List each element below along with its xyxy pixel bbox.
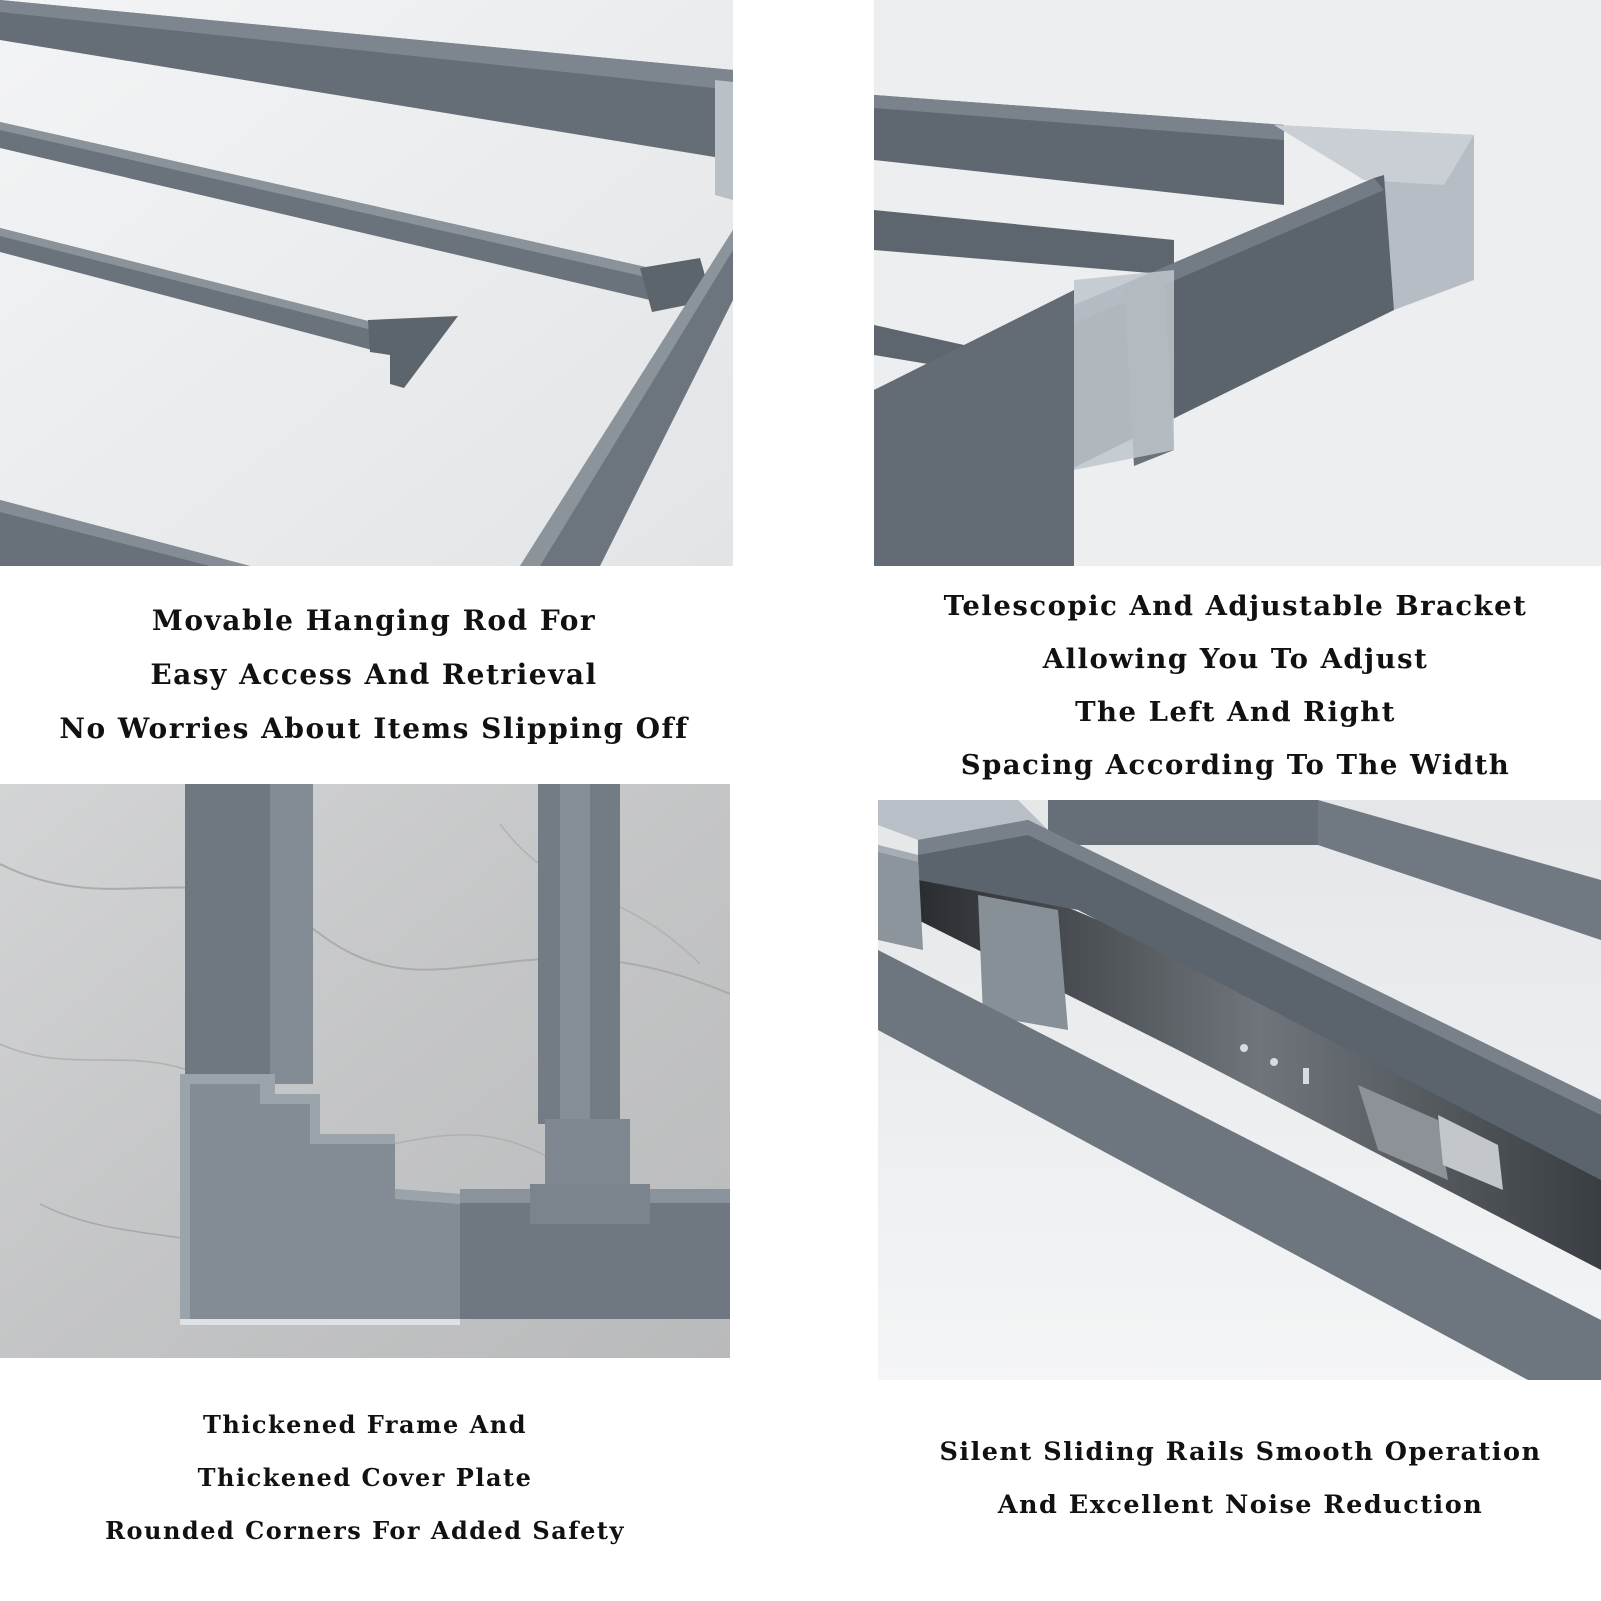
caption-silent-sliding-rails: Silent Sliding Rails Smooth Operation An…: [880, 1437, 1601, 1543]
caption-line: And Excellent Noise Reduction: [997, 1490, 1484, 1520]
caption-line: Telescopic And Adjustable Bracket: [943, 590, 1528, 622]
photo-thickened-frame: [0, 784, 730, 1358]
caption-line: Easy Access And Retrieval: [150, 658, 598, 691]
photo-movable-hanging-rod: [0, 0, 733, 566]
caption-telescopic-bracket: Telescopic And Adjustable Bracket Allowi…: [870, 590, 1601, 802]
caption-line: Movable Hanging Rod For: [151, 604, 597, 637]
caption-line: Rounded Corners For Added Safety: [105, 1516, 625, 1545]
caption-thickened-frame: Thickened Frame And Thickened Cover Plat…: [0, 1410, 730, 1569]
caption-line: Spacing According To The Width: [960, 749, 1511, 781]
caption-line: Thickened Cover Plate: [197, 1463, 533, 1492]
caption-line: Allowing You To Adjust: [1042, 643, 1429, 675]
caption-movable-hanging-rod: Movable Hanging Rod For Easy Access And …: [0, 604, 748, 766]
caption-line: No Worries About Items Slipping Off: [59, 712, 689, 745]
photo-telescopic-bracket: [874, 0, 1601, 566]
caption-line: Thickened Frame And: [203, 1410, 527, 1439]
caption-line: Silent Sliding Rails Smooth Operation: [939, 1437, 1542, 1467]
caption-line: The Left And Right: [1075, 696, 1396, 728]
photo-silent-sliding-rails: [878, 800, 1601, 1380]
